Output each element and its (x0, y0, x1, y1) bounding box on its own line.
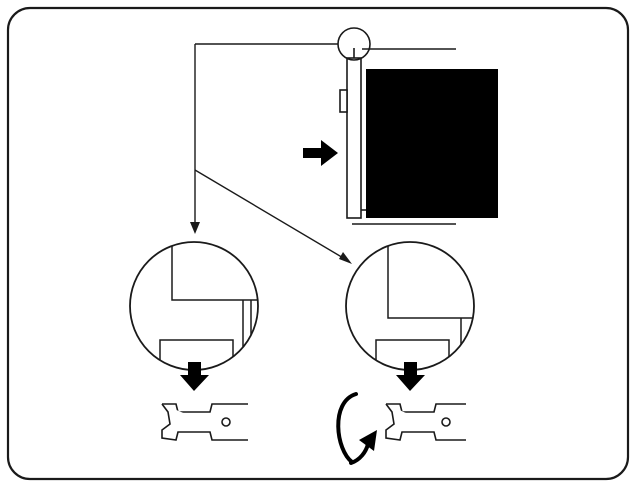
leader-lines (194, 43, 346, 260)
side-tab (339, 89, 348, 113)
down-arrow-icon (396, 362, 425, 391)
push-arrow-icon (303, 140, 338, 166)
down-arrow-icon (180, 362, 209, 391)
magnify-circle-right (345, 241, 475, 371)
unit-assembly (339, 48, 456, 225)
unit-body (366, 69, 498, 218)
mounting-plate (346, 57, 362, 219)
detail-panel-right (336, 241, 475, 465)
leader-arrowhead-right (339, 252, 352, 264)
bracket-icon (385, 403, 466, 441)
bracket-icon (161, 403, 248, 441)
leader-arrowhead-left (190, 222, 200, 234)
detail-panel-left (129, 241, 259, 441)
rotate-arrow-icon (336, 392, 377, 465)
magnify-circle-left (129, 241, 259, 371)
